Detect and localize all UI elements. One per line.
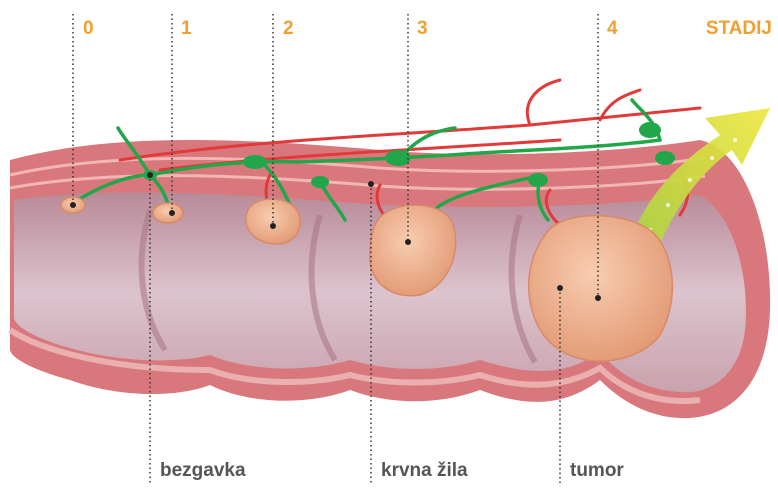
lymph-node: [655, 151, 675, 165]
stage-label-0: 0: [83, 18, 94, 40]
callout-blood-vessel: krvna žila: [381, 460, 468, 482]
lymph-node: [311, 176, 329, 188]
stage-title: STADIJ: [706, 18, 772, 40]
tumor-stage-4: [529, 216, 673, 362]
stage-label-3: 3: [417, 18, 428, 40]
tumor-stage-1: [153, 203, 183, 223]
lymph-node: [243, 155, 267, 169]
callout-tumor: tumor: [570, 460, 624, 482]
lymph-node: [528, 173, 548, 187]
stage-label-4: 4: [607, 18, 618, 40]
stage-label-1: 1: [181, 18, 192, 40]
lymph-node: [639, 122, 661, 138]
callout-lymph-node: bezgavka: [160, 460, 246, 482]
lymph-node: [385, 150, 411, 166]
stage-label-2: 2: [283, 18, 294, 40]
